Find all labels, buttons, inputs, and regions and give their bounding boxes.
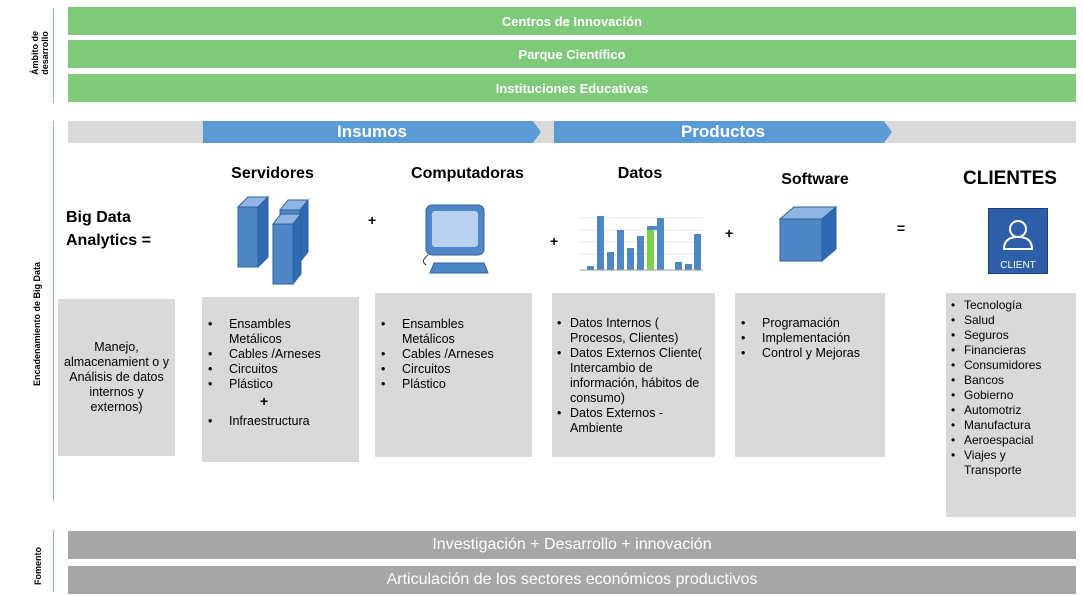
centros-innovacion-bar: Centros de Innovación (68, 7, 1076, 35)
encadenamiento-divider (53, 121, 54, 501)
instituciones-educativas-bar: Instituciones Educativas (68, 74, 1076, 102)
list-item: Cables /Arneses (375, 347, 532, 362)
fomento-label: Fomento (33, 547, 43, 585)
servidores-plus: + (260, 393, 269, 409)
software-heading: Software (781, 171, 849, 188)
clientes-list: Tecnología Salud Seguros Financieras Con… (946, 298, 1076, 478)
cube-icon (778, 205, 838, 263)
ambito-label-line2: desarrollo (40, 31, 50, 75)
big-data-title-line2: Analytics = (66, 232, 151, 249)
list-item: Bancos (946, 373, 1076, 388)
list-item: Cables /Arneses (202, 347, 359, 362)
plus-operator: + (550, 233, 559, 249)
list-item: Salud (946, 313, 1076, 328)
list-item: Tecnología (946, 298, 1076, 313)
equals-operator: = (897, 220, 906, 236)
list-item: Consumidores (946, 358, 1076, 373)
datos-box: Datos Internos ( Procesos, Clientes) Dat… (552, 293, 715, 457)
computadoras-box: Ensambles Metálicos Cables /Arneses Circ… (375, 293, 532, 457)
list-item: Programación (735, 316, 885, 331)
servidores-box: Ensambles Metálicos Cables /Arneses Circ… (202, 297, 359, 462)
list-item: Infraestructura (202, 414, 359, 429)
encadenamiento-label: Encadenamiento de Big Data (32, 261, 42, 387)
software-box: Programación Implementación Control y Me… (735, 293, 885, 457)
parque-cientifico-bar: Parque Científico (68, 40, 1076, 68)
user-icon (1002, 220, 1034, 250)
servidores-extra-list: Infraestructura (202, 414, 359, 429)
big-data-box: Manejo, almacenamient o y Análisis de da… (58, 299, 175, 456)
servidores-heading: Servidores (231, 165, 314, 182)
list-item: Automotriz (946, 403, 1076, 418)
datos-list: Datos Internos ( Procesos, Clientes) Dat… (552, 316, 715, 436)
insumos-arrow: Insumos (203, 121, 541, 143)
big-data-title: Big Data Analytics = (66, 206, 151, 252)
list-item: Datos Externos Cliente( Intercambio de i… (552, 346, 715, 406)
list-item: Seguros (946, 328, 1076, 343)
big-data-title-line1: Big Data (66, 209, 131, 226)
client-icon-label: CLIENT (1000, 260, 1036, 271)
computer-icon (422, 204, 489, 274)
list-item: Plástico (375, 377, 532, 392)
list-item: Aeroespacial (946, 433, 1076, 448)
list-item: Datos Externos - Ambiente (552, 406, 680, 436)
plus-operator: + (725, 225, 734, 241)
list-item: Plástico (202, 377, 359, 392)
list-item: Ensambles Metálicos (202, 317, 329, 347)
servers-icon (236, 195, 310, 286)
list-item: Circuitos (375, 362, 532, 377)
fomento-divider (53, 530, 54, 592)
plus-operator: + (368, 212, 377, 228)
list-item: Circuitos (202, 362, 359, 377)
list-item: Gobierno (946, 388, 1076, 403)
big-data-box-text: Manejo, almacenamient o y Análisis de da… (64, 340, 169, 414)
articulacion-bar: Articulación de los sectores económicos … (68, 566, 1076, 594)
computadoras-heading: Computadoras (411, 165, 524, 182)
list-item: Datos Internos ( Procesos, Clientes) (552, 316, 715, 346)
clientes-box: Tecnología Salud Seguros Financieras Con… (946, 293, 1076, 517)
bar-chart-icon (575, 208, 705, 274)
list-item: Implementación (735, 331, 885, 346)
productos-arrow: Productos (554, 121, 892, 143)
investigacion-bar: Investigación + Desarrollo + innovación (68, 531, 1076, 559)
ambito-label-line1: Ámbito de (30, 31, 40, 75)
software-list: Programación Implementación Control y Me… (735, 316, 885, 361)
datos-heading: Datos (617, 165, 663, 182)
servidores-list: Ensambles Metálicos Cables /Arneses Circ… (202, 317, 359, 392)
computadoras-list: Ensambles Metálicos Cables /Arneses Circ… (375, 317, 532, 392)
ambito-label: Ámbito de desarrollo (30, 23, 50, 83)
clientes-heading: CLIENTES (963, 168, 1057, 189)
client-icon: CLIENT (988, 208, 1048, 274)
list-item: Ensambles Metálicos (375, 317, 502, 347)
list-item: Financieras (946, 343, 1076, 358)
ambito-divider (53, 8, 54, 103)
list-item: Control y Mejoras (735, 346, 885, 361)
list-item: Manufactura (946, 418, 1076, 433)
list-item: Viajes y Transporte (946, 448, 1034, 478)
